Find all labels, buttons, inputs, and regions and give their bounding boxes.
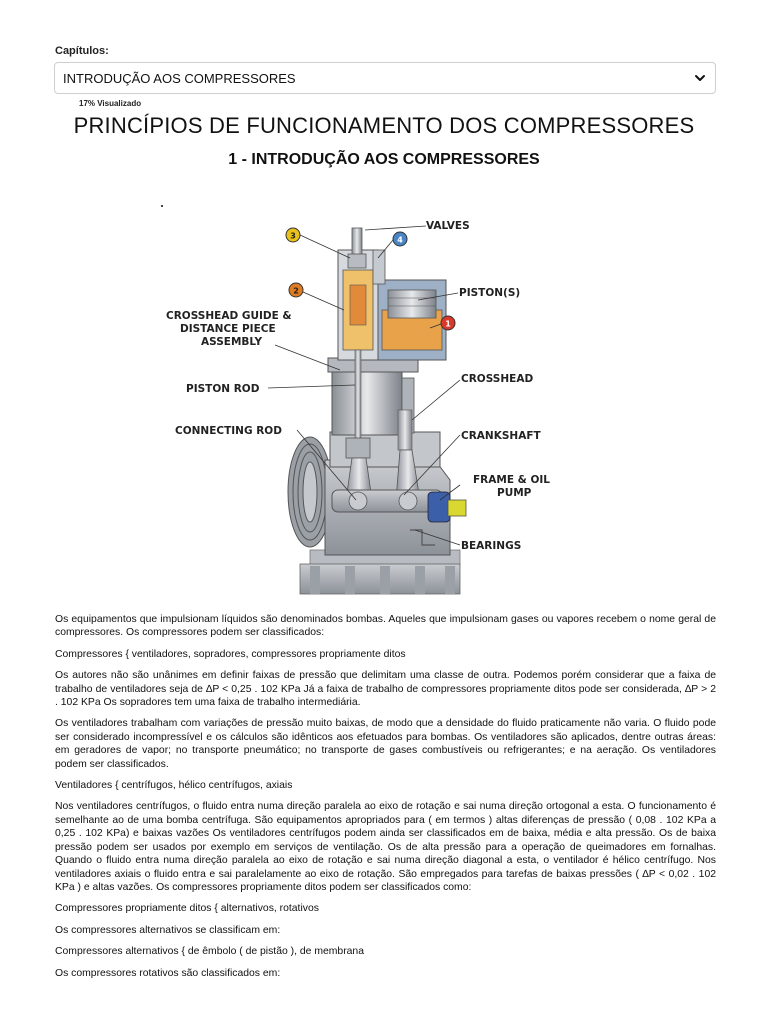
progress-viewed: 17% Visualizado — [79, 99, 142, 108]
paragraph-5: Ventiladores { centrífugos, hélico centr… — [55, 780, 293, 792]
marker-2: 2 — [288, 282, 304, 298]
paragraph-2: Compressores { ventiladores, sopradores,… — [55, 648, 406, 660]
paragraph-6: Nos ventiladores centrífugos, o fluido e… — [55, 801, 716, 893]
label-crosshead-guide-1: CROSSHEAD GUIDE & — [166, 310, 292, 322]
label-crosshead-guide-2: DISTANCE PIECE — [180, 323, 276, 335]
label-connecting-rod: CONNECTING ROD — [175, 425, 282, 437]
paragraph-3: Os autores não são unânimes em definir f… — [55, 670, 716, 709]
label-pistons: PISTON(S) — [459, 287, 520, 299]
label-frame-1: FRAME & OIL — [473, 474, 550, 486]
marker-1: 1 — [440, 315, 456, 331]
compressor-diagram: 3 4 2 1 — [160, 210, 560, 598]
compressor-diagram-svg: 3 4 2 1 — [166, 220, 550, 595]
paragraph-4: Os ventiladores trabalham com variações … — [55, 718, 716, 770]
cylinder-assembly — [337, 227, 447, 361]
oil-pump — [427, 491, 467, 523]
section-title: 1 - INTRODUÇÃO AOS COMPRESSORES — [228, 151, 540, 168]
marker-4: 4 — [392, 231, 408, 247]
chevron-down-icon — [693, 71, 707, 85]
paragraph-7: Compressores propriamente ditos { altern… — [55, 903, 319, 915]
marker-1-label: 1 — [445, 320, 451, 329]
label-crosshead-guide-3: ASSEMBLY — [201, 336, 262, 348]
paragraph-1: Os equipamentos que impulsionam líquidos… — [55, 614, 716, 639]
crankshaft-shape — [331, 489, 443, 513]
rods — [345, 349, 421, 501]
label-frame-2: PUMP — [497, 487, 532, 499]
paragraph-8: Os compressores alternativos se classifi… — [55, 924, 281, 936]
base-frame — [299, 549, 461, 595]
label-bearings: BEARINGS — [461, 540, 521, 552]
chapters-label: Capítulos: — [55, 45, 109, 57]
paragraph-10: Os compressores rotativos são classifica… — [55, 967, 281, 979]
marker-3: 3 — [285, 227, 301, 243]
page-title: PRINCÍPIOS DE FUNCIONAMENTO DOS COMPRESS… — [73, 113, 695, 138]
label-piston-rod: PISTON ROD — [186, 383, 260, 395]
marker-2-label: 2 — [293, 287, 299, 296]
label-crosshead: CROSSHEAD — [461, 373, 533, 385]
chapter-select[interactable]: INTRODUÇÃO AOS COMPRESSORES — [54, 62, 716, 94]
label-valves: VALVES — [426, 220, 470, 232]
flywheel — [287, 436, 333, 548]
marker-4-label: 4 — [397, 236, 403, 245]
paragraph-9: Compressores alternativos { de êmbolo ( … — [55, 946, 364, 958]
article-body: Os equipamentos que impulsionam líquidos… — [55, 613, 716, 988]
label-crankshaft: CRANKSHAFT — [461, 430, 541, 442]
chapter-select-value: INTRODUÇÃO AOS COMPRESSORES — [63, 70, 296, 86]
stray-dot — [161, 205, 163, 207]
crankcase — [324, 357, 451, 556]
marker-3-label: 3 — [290, 232, 296, 241]
